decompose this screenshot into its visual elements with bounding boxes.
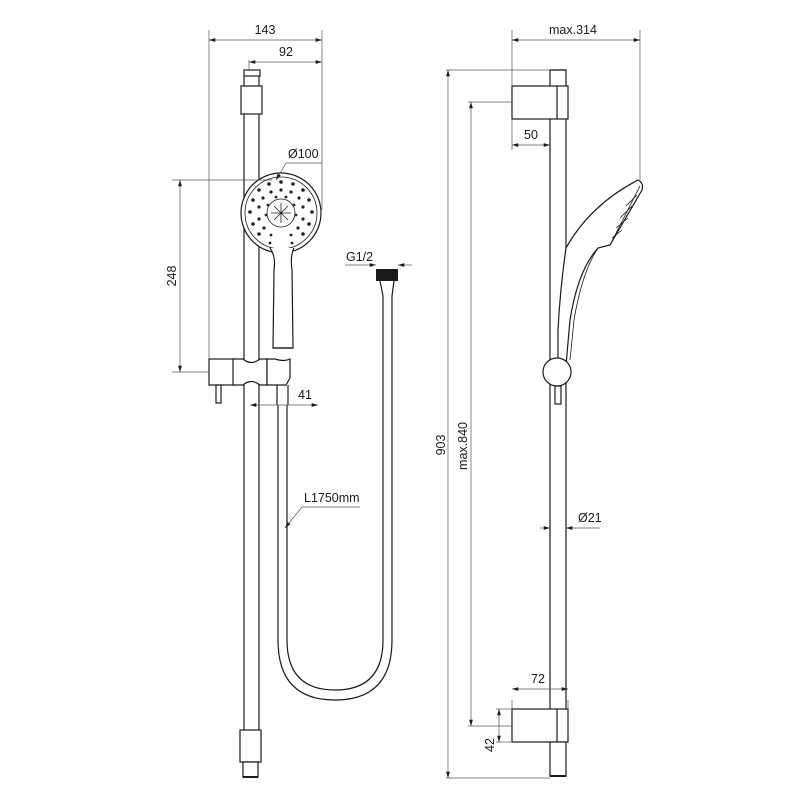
dim-slider-offset: 41: [298, 388, 312, 402]
dim-max-projection: max.314: [549, 23, 597, 37]
front-view: 143 92 Ø100 248 41 G1/2 L1750mm: [165, 23, 412, 778]
rail-front: [239, 69, 263, 778]
dim-rail-diameter: Ø21: [578, 511, 602, 525]
rail-side: [511, 69, 569, 777]
front-dimensions: 143 92 Ø100 248 41 G1/2 L1750mm: [165, 23, 412, 529]
dim-overall-width: 143: [255, 23, 276, 37]
dim-hose-connection: G1/2: [346, 250, 373, 264]
shower-head-front: [240, 172, 322, 349]
dim-head-height: 248: [165, 266, 179, 287]
dim-overall-height: 903: [434, 435, 448, 456]
dim-bracket-depth-top: 50: [524, 128, 538, 142]
dim-rail-length: max.840: [456, 422, 470, 470]
slider-front: [208, 358, 291, 405]
dim-head-diameter: Ø100: [288, 147, 319, 161]
side-dimensions: max.314 50 903 max.840 Ø21 72 42: [434, 23, 641, 779]
dim-rail-to-head: 92: [279, 45, 293, 59]
shower-head-side: [542, 179, 644, 405]
dim-bracket-height: 42: [483, 738, 497, 752]
dim-bracket-depth-bottom: 72: [531, 672, 545, 686]
side-view: max.314 50 903 max.840 Ø21 72 42: [434, 23, 644, 779]
dim-hose-length: L1750mm: [304, 491, 360, 505]
hose-front: [277, 269, 398, 701]
